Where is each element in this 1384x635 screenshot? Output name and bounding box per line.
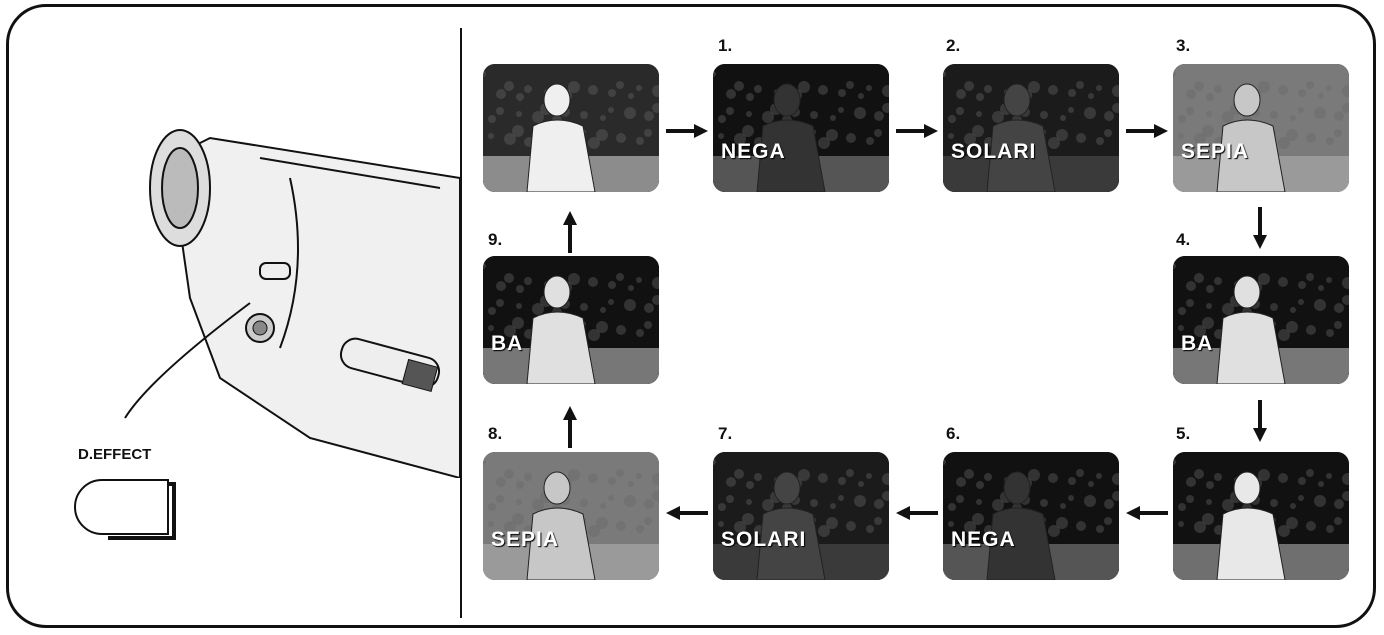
arrow-left-icon bbox=[894, 503, 940, 523]
thumbnail-solari: SOLARI bbox=[943, 64, 1119, 192]
d-effect-button-icon bbox=[72, 478, 182, 542]
photo-scene bbox=[483, 256, 659, 384]
photo-scene bbox=[1173, 64, 1349, 192]
arrow-down-icon bbox=[1250, 398, 1270, 444]
thumbnail-normal bbox=[483, 64, 659, 192]
arrow-down-icon bbox=[1250, 205, 1270, 251]
thumbnail-sepia: SEPIA bbox=[483, 452, 659, 580]
effect-overlay: SOLARI bbox=[721, 528, 806, 552]
step-number: 7. bbox=[718, 424, 732, 444]
arrow-up-icon bbox=[560, 209, 580, 255]
arrow-right-icon bbox=[664, 121, 710, 141]
photo-scene bbox=[943, 64, 1119, 192]
thumbnail-sepia: SEPIA bbox=[1173, 64, 1349, 192]
effect-overlay: BA bbox=[1181, 332, 1213, 356]
d-effect-label: D.EFFECT bbox=[78, 446, 151, 463]
effect-overlay: SEPIA bbox=[491, 528, 559, 552]
arrow-up-icon bbox=[560, 404, 580, 450]
arrow-right-icon bbox=[894, 121, 940, 141]
step-number: 1. bbox=[718, 36, 732, 56]
effect-overlay: BA bbox=[491, 332, 523, 356]
step-number: 4. bbox=[1176, 230, 1190, 250]
thumbnail-normal-return bbox=[1173, 452, 1349, 580]
thumbnail-nega: NEGA bbox=[943, 452, 1119, 580]
step-number: 9. bbox=[488, 230, 502, 250]
arrow-left-icon bbox=[1124, 503, 1170, 523]
thumbnail-ba: BA bbox=[1173, 256, 1349, 384]
step-number: 6. bbox=[946, 424, 960, 444]
thumbnail-ba: BA bbox=[483, 256, 659, 384]
photo-scene bbox=[483, 64, 659, 192]
thumbnail-solari: SOLARI bbox=[713, 452, 889, 580]
step-number: 5. bbox=[1176, 424, 1190, 444]
photo-scene bbox=[1173, 256, 1349, 384]
photo-scene bbox=[943, 452, 1119, 580]
effect-overlay: SEPIA bbox=[1181, 140, 1249, 164]
photo-scene bbox=[1173, 452, 1349, 580]
arrow-left-icon bbox=[664, 503, 710, 523]
photo-scene bbox=[483, 452, 659, 580]
step-number: 3. bbox=[1176, 36, 1190, 56]
effect-overlay: NEGA bbox=[951, 528, 1016, 552]
divider-line bbox=[460, 28, 462, 618]
photo-scene bbox=[713, 64, 889, 192]
arrow-right-icon bbox=[1124, 121, 1170, 141]
effect-overlay: SOLARI bbox=[951, 140, 1036, 164]
step-number: 8. bbox=[488, 424, 502, 444]
effect-overlay: NEGA bbox=[721, 140, 786, 164]
thumbnail-nega: NEGA bbox=[713, 64, 889, 192]
step-number: 2. bbox=[946, 36, 960, 56]
photo-scene bbox=[713, 452, 889, 580]
camcorder-illustration bbox=[110, 118, 460, 478]
